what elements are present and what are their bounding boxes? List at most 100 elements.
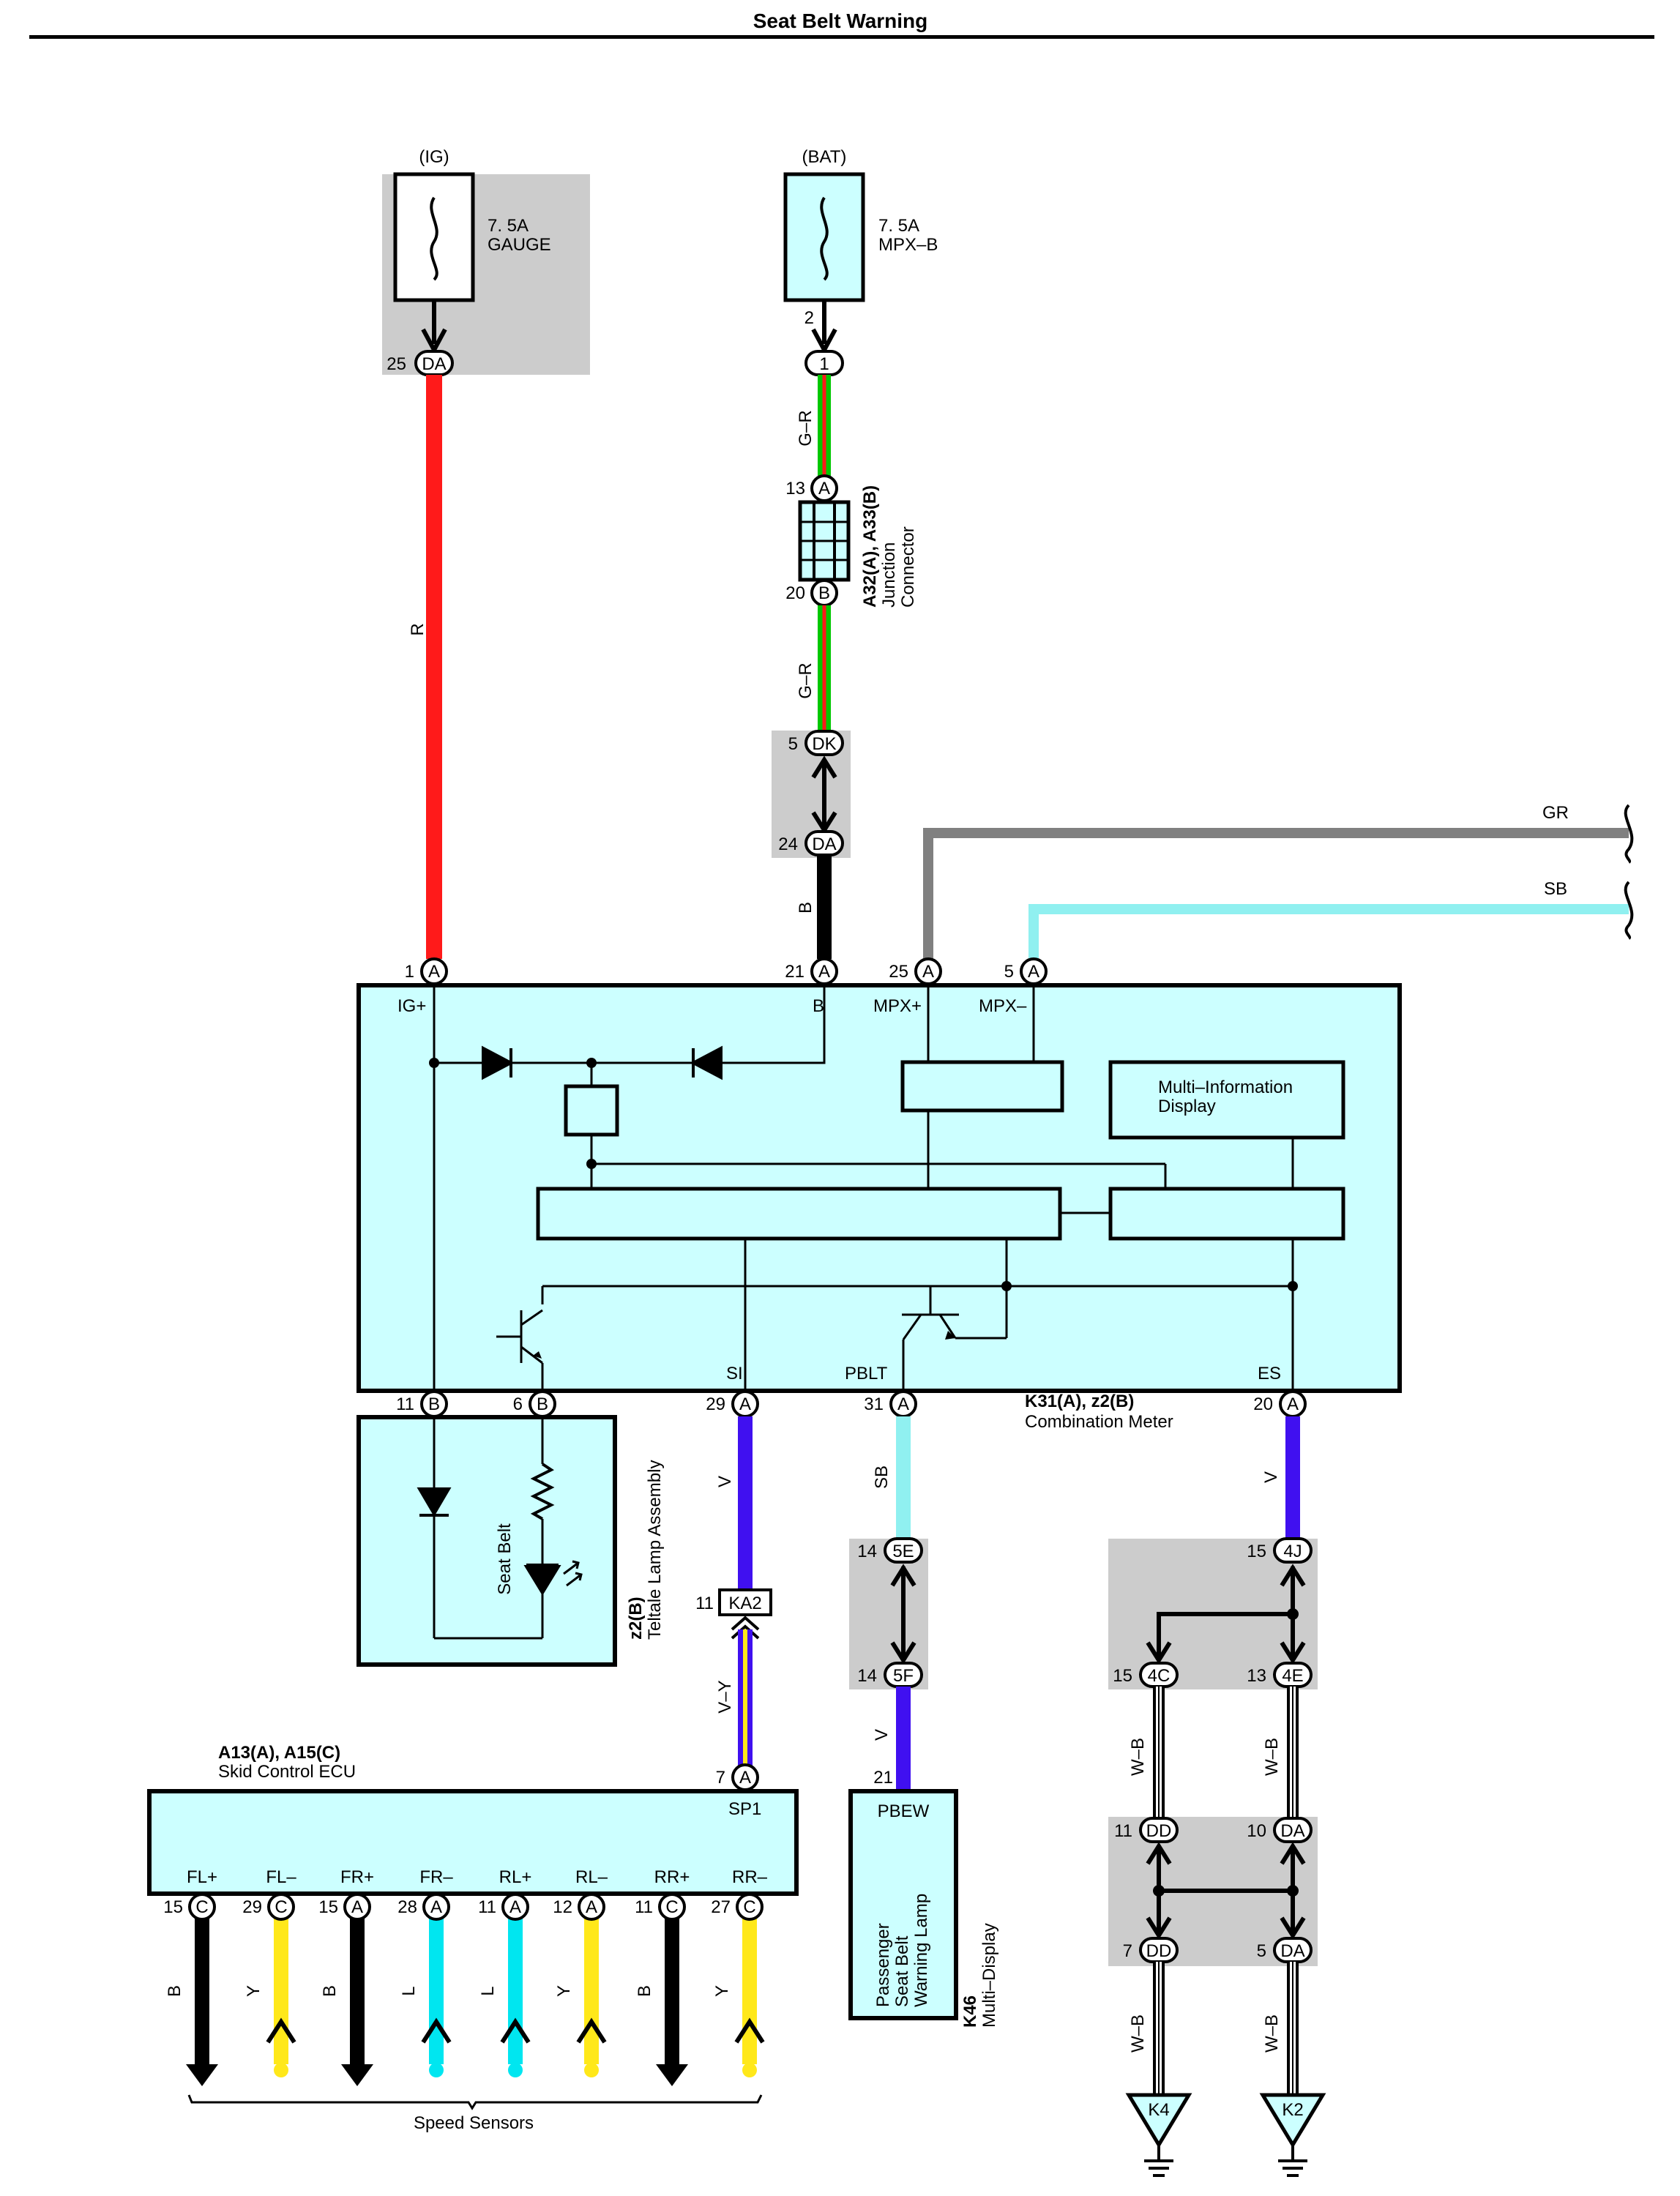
skid-pin-conn: C — [275, 1897, 287, 1917]
meter-pin-a5-conn: A — [1028, 962, 1039, 982]
ground-k2-icon — [1259, 2093, 1326, 2177]
wire-gr-label: GR — [1542, 803, 1569, 823]
dd7-conn-label: DD — [1146, 1941, 1172, 1961]
ground-k4-icon — [1125, 2093, 1192, 2177]
dd11-pin: 11 — [1114, 1821, 1132, 1841]
transistor-arrow — [533, 1351, 542, 1359]
bat-fuse-rating: 7. 5A — [878, 216, 919, 236]
wire-wb-4-label: W–B — [1262, 2014, 1282, 2053]
control-logic-box — [536, 1187, 1062, 1241]
dd7-chevron — [1146, 1916, 1172, 1940]
meter-pin-b11-num: 11 — [396, 1394, 414, 1414]
skid-pin-conn: A — [509, 1897, 521, 1917]
meter-pin-a25 — [914, 957, 942, 985]
meter-pin-a31-conn: A — [897, 1394, 909, 1414]
meter-pin-a1 — [420, 957, 448, 985]
md-id: K46 — [960, 1995, 980, 2028]
wire-v-md-label: V — [872, 1729, 892, 1741]
junction-dot — [429, 1058, 439, 1068]
skid-wire-label: Y — [244, 1985, 264, 1997]
da5-pin: 5 — [1257, 1941, 1266, 1961]
terminal-ig: IG+ — [397, 996, 426, 1016]
lamp-label: Seat Belt — [495, 1523, 515, 1595]
meter-pin-a29-num: 29 — [706, 1394, 725, 1414]
meter-pin-a21-num: 21 — [785, 962, 804, 982]
md-lamp-line3: Warning Lamp — [911, 1894, 931, 2007]
output-arrow-icon — [656, 2064, 688, 2086]
multi-information-display — [1108, 1060, 1345, 1140]
md-lamp-line1: Passenger — [873, 1923, 893, 2007]
meter-pin-a25-num: 25 — [889, 962, 908, 982]
wire-sb-pblt-label: SB — [872, 1465, 892, 1489]
jc-name2: Connector — [898, 526, 918, 608]
terminal-si: SI — [726, 1364, 743, 1383]
skid-pin — [658, 1893, 686, 1921]
skid-pin — [422, 1893, 450, 1921]
bat-conn-label: 1 — [819, 354, 829, 374]
md-lamp-line2: Seat Belt — [892, 1935, 912, 2007]
skid-pin-num: 27 — [711, 1897, 731, 1917]
wire-end — [742, 2063, 757, 2077]
wire-end — [429, 2063, 444, 2077]
skid-pin-sp1-conn: A — [739, 1768, 751, 1788]
skid-pin-conn: C — [665, 1897, 678, 1917]
meter-pin-a20-num: 20 — [1253, 1394, 1273, 1414]
transistor-arrow — [945, 1331, 955, 1340]
5e-chevron — [890, 1564, 916, 1587]
dk-chevron — [811, 755, 837, 779]
wire-v-es-label: V — [1261, 1471, 1281, 1483]
meter-pin-a31-num: 31 — [864, 1394, 884, 1414]
ka2-conn-label: KA2 — [728, 1594, 761, 1613]
5e-conn-label: 5E — [892, 1542, 914, 1561]
5e-pin: 14 — [857, 1542, 877, 1561]
4j-connector — [1273, 1537, 1313, 1564]
4c-pin: 15 — [1113, 1666, 1132, 1686]
skid-pin — [343, 1893, 371, 1921]
wire-gr-upper-label: G–R — [796, 410, 815, 446]
dd7-pin: 7 — [1123, 1941, 1132, 1961]
meter-pin-b11-conn: B — [428, 1394, 440, 1414]
skid-name: Skid Control ECU — [218, 1762, 356, 1782]
md-name: Multi–Display — [979, 1923, 999, 2028]
jc-a-label: A — [818, 479, 830, 498]
junction-dot — [1287, 1885, 1299, 1897]
skid-pin-num: 15 — [318, 1897, 338, 1917]
terminal-es: ES — [1258, 1364, 1281, 1383]
ig-fuse-box — [393, 172, 475, 302]
meter-pin-b6-num: 6 — [513, 1394, 523, 1414]
4e-pin: 13 — [1247, 1666, 1266, 1686]
skid-pin-num: 28 — [397, 1897, 417, 1917]
teltale-id: z2(B) — [626, 1596, 646, 1640]
skid-wire-label: L — [399, 1986, 419, 1995]
skid-terminal-label: RR– — [732, 1867, 768, 1887]
skid-terminal-label: FR+ — [340, 1867, 374, 1887]
ig-supply-label: (IG) — [419, 147, 449, 167]
wire-end — [274, 2063, 288, 2077]
skid-pin-conn: A — [351, 1897, 363, 1917]
da10-connector — [1273, 1817, 1313, 1843]
dk-connector — [804, 730, 844, 756]
terminal-mpxm: MPX– — [979, 996, 1027, 1016]
wire-sb — [1028, 904, 1629, 959]
wire-b-label: B — [796, 902, 815, 914]
wire-wb-2-label: W–B — [1262, 1738, 1282, 1776]
ig-da-conn-label: DA — [422, 354, 446, 374]
skid-id: A13(A), A15(C) — [218, 1743, 340, 1763]
md-terminal-label: PBEW — [878, 1801, 930, 1821]
skid-terminals: FL+C15BFL–C29YFR+A15BFR–A28LRL+A11LRL–A1… — [163, 1867, 768, 2086]
skid-terminal-label: RL+ — [499, 1867, 532, 1887]
meter-pin-a1-conn: A — [428, 962, 440, 982]
da24-conn-label: DA — [812, 834, 836, 854]
output-arrow-icon — [341, 2064, 373, 2086]
bat-fuse-name: MPX–B — [878, 235, 938, 255]
da24-pin: 24 — [778, 834, 798, 854]
junction-dot — [1153, 1885, 1165, 1897]
speed-sensors-brace — [187, 2094, 763, 2110]
terminal-mpxp: MPX+ — [873, 996, 922, 1016]
skid-pin-num: 11 — [478, 1897, 496, 1917]
skid-wire-label: B — [320, 1985, 340, 1997]
skid-control-ecu — [147, 1789, 799, 1896]
ig-da-pin: 25 — [387, 354, 406, 374]
light-emission-icon — [563, 1560, 583, 1587]
